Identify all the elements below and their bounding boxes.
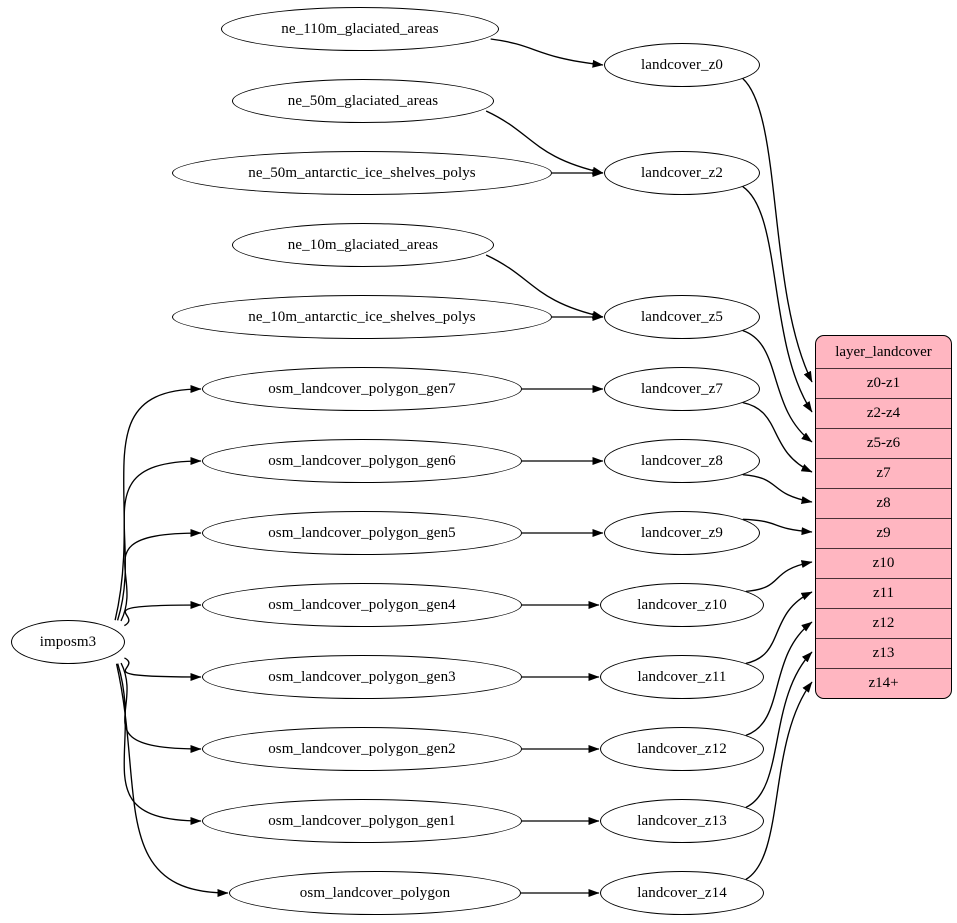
node-label: osm_landcover_polygon_gen7: [268, 380, 456, 397]
table-row[interactable]: z2-z4: [816, 398, 951, 428]
table-header: layer_landcover: [816, 336, 951, 368]
node-label: ne_110m_glaciated_areas: [281, 20, 439, 37]
edge-landcover-z8-to-layer-landcover-z8: [742, 473, 813, 505]
table-row-label: z10: [872, 555, 895, 571]
edge-landcover-z12-to-layer-landcover-z12: [745, 621, 813, 736]
node-label: osm_landcover_polygon_gen4: [268, 596, 456, 613]
node-landcover-z8[interactable]: landcover_z8: [604, 439, 760, 483]
node-ne-110m-glaciated-areas[interactable]: ne_110m_glaciated_areas: [221, 7, 499, 51]
node-osm-landcover-polygon-gen4[interactable]: osm_landcover_polygon_gen4: [202, 583, 522, 627]
edge-imposm3-to-osm-landcover-polygon-gen4: [124, 601, 202, 627]
node-landcover-z5[interactable]: landcover_z5: [604, 295, 760, 339]
edge-landcover-z0-to-layer-landcover-z0-z1: [742, 78, 813, 383]
table-row-label: z7: [876, 465, 891, 481]
node-label: landcover_z12: [637, 740, 727, 757]
edge-landcover-z7-to-layer-landcover-z7: [742, 401, 813, 473]
node-ne-50m-glaciated-areas[interactable]: ne_50m_glaciated_areas: [232, 79, 494, 123]
edge-landcover-z11-to-layer-landcover-z11: [745, 591, 813, 665]
edge-landcover-z2-to-layer-landcover-z2-z4: [742, 186, 813, 413]
node-osm-landcover-polygon[interactable]: osm_landcover_polygon: [229, 871, 521, 915]
table-row[interactable]: z14+: [816, 668, 951, 698]
table-row[interactable]: z8: [816, 488, 951, 518]
node-label: ne_10m_antarctic_ice_shelves_polys: [248, 308, 476, 325]
table-row[interactable]: z9: [816, 518, 951, 548]
node-label: osm_landcover_polygon_gen5: [268, 524, 456, 541]
node-ne-50m-antarctic-ice-shelves-polys[interactable]: ne_50m_antarctic_ice_shelves_polys: [172, 151, 552, 195]
table-header-label: layer_landcover: [835, 343, 932, 360]
node-landcover-z9[interactable]: landcover_z9: [604, 511, 760, 555]
edge-imposm3-to-osm-landcover-polygon-gen5: [120, 529, 202, 622]
node-landcover-z14[interactable]: landcover_z14: [600, 871, 764, 915]
node-label: osm_landcover_polygon: [299, 884, 451, 901]
table-row-label: z13: [872, 645, 895, 661]
node-osm-landcover-polygon-gen2[interactable]: osm_landcover_polygon_gen2: [202, 727, 522, 771]
node-imposm3[interactable]: imposm3: [11, 620, 125, 664]
node-label: ne_10m_glaciated_areas: [287, 236, 439, 253]
node-label: imposm3: [39, 633, 97, 650]
edge-landcover-z13-to-layer-landcover-z13: [745, 651, 813, 808]
table-row[interactable]: z0-z1: [816, 368, 951, 398]
node-ne-10m-glaciated-areas[interactable]: ne_10m_glaciated_areas: [232, 223, 494, 267]
node-label: osm_landcover_polygon_gen1: [268, 812, 456, 829]
node-landcover-z10[interactable]: landcover_z10: [600, 583, 764, 627]
table-row-label: z9: [876, 525, 891, 541]
table-row-label: z2-z4: [866, 405, 901, 421]
node-label: landcover_z11: [637, 668, 727, 685]
node-label: landcover_z10: [637, 596, 727, 613]
table-row[interactable]: z11: [816, 578, 951, 608]
node-label: landcover_z5: [641, 308, 723, 325]
table-row-label: z12: [872, 615, 895, 631]
edges-group: [114, 38, 813, 897]
layer-landcover-table[interactable]: layer_landcover z0-z1 z2-z4 z5-z6 z7 z8 z9 z10…: [815, 335, 952, 699]
table-row-label: z8: [876, 495, 891, 511]
table-row-label: z11: [872, 585, 895, 601]
edge-imposm3-to-osm-landcover-polygon-gen6: [116, 457, 202, 621]
table-row[interactable]: z13: [816, 638, 951, 668]
node-label: landcover_z8: [641, 452, 723, 469]
edge-imposm3-to-osm-landcover-polygon: [115, 663, 229, 897]
edge-ne-50m-glaciated-areas-to-landcover-z2: [485, 110, 604, 175]
table-row[interactable]: z7: [816, 458, 951, 488]
node-ne-10m-antarctic-ice-shelves-polys[interactable]: ne_10m_antarctic_ice_shelves_polys: [172, 295, 552, 339]
node-label: landcover_z14: [637, 884, 727, 901]
node-label: landcover_z13: [637, 812, 727, 829]
node-landcover-z11[interactable]: landcover_z11: [600, 655, 764, 699]
edge-landcover-z14-to-layer-landcover-z14-: [745, 681, 813, 880]
node-landcover-z7[interactable]: landcover_z7: [604, 367, 760, 411]
node-label: osm_landcover_polygon_gen3: [268, 668, 456, 685]
table-row-label: z5-z6: [866, 435, 901, 451]
edge-ne-110m-glaciated-areas-to-landcover-z0: [490, 38, 604, 68]
node-osm-landcover-polygon-gen5[interactable]: osm_landcover_polygon_gen5: [202, 511, 522, 555]
node-landcover-z0[interactable]: landcover_z0: [604, 43, 760, 87]
edge-landcover-z9-to-layer-landcover-z9: [742, 518, 813, 536]
edge-landcover-z5-to-layer-landcover-z5-z6: [742, 330, 813, 443]
table-row-label: z0-z1: [866, 375, 901, 391]
edge-imposm3-to-osm-landcover-polygon-gen7: [114, 385, 202, 621]
edge-ne-10m-glaciated-areas-to-landcover-z5: [485, 254, 604, 319]
edge-landcover-z10-to-layer-landcover-z10: [745, 560, 813, 593]
node-label: ne_50m_glaciated_areas: [287, 92, 439, 109]
node-label: landcover_z9: [641, 524, 723, 541]
node-label: landcover_z2: [641, 164, 723, 181]
table-row[interactable]: z5-z6: [816, 428, 951, 458]
table-row[interactable]: z12: [816, 608, 951, 638]
table-row[interactable]: z10: [816, 548, 951, 578]
node-label: osm_landcover_polygon_gen2: [268, 740, 456, 757]
node-landcover-z12[interactable]: landcover_z12: [600, 727, 764, 771]
node-label: ne_50m_antarctic_ice_shelves_polys: [248, 164, 476, 181]
edge-imposm3-to-osm-landcover-polygon-gen1: [117, 663, 202, 825]
node-osm-landcover-polygon-gen1[interactable]: osm_landcover_polygon_gen1: [202, 799, 522, 843]
node-label: landcover_z0: [641, 56, 723, 73]
node-landcover-z13[interactable]: landcover_z13: [600, 799, 764, 843]
node-osm-landcover-polygon-gen3[interactable]: osm_landcover_polygon_gen3: [202, 655, 522, 699]
node-osm-landcover-polygon-gen6[interactable]: osm_landcover_polygon_gen6: [202, 439, 522, 483]
edge-imposm3-to-osm-landcover-polygon-gen3: [124, 657, 202, 681]
node-label: landcover_z7: [641, 380, 723, 397]
table-row-label: z14+: [868, 675, 899, 691]
node-landcover-z2[interactable]: landcover_z2: [604, 151, 760, 195]
node-osm-landcover-polygon-gen7[interactable]: osm_landcover_polygon_gen7: [202, 367, 522, 411]
node-label: osm_landcover_polygon_gen6: [268, 452, 456, 469]
